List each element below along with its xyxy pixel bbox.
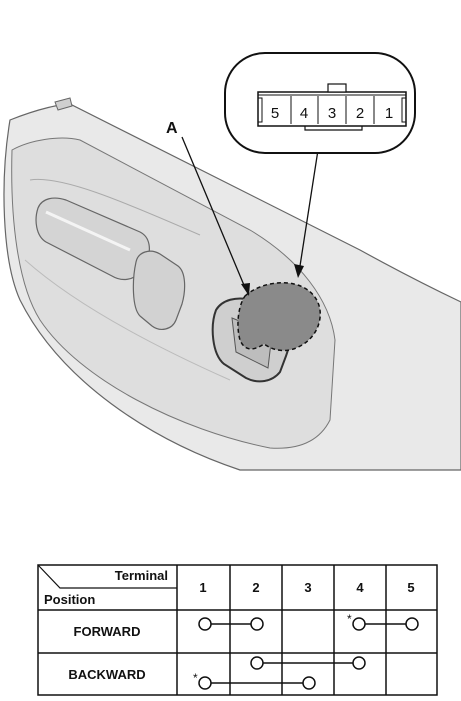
header-terminal-label: Terminal <box>115 568 168 583</box>
terminal-node-2 <box>250 656 264 670</box>
terminal-col-5: 5 <box>407 580 414 595</box>
terminal-col-3: 3 <box>304 580 311 595</box>
continuity-table: Terminal Position 1 2 3 4 5 FORWARD BACK… <box>37 564 438 696</box>
terminal-node-1 <box>198 617 212 631</box>
connector-pin-2: 2 <box>356 105 364 122</box>
header-position-label: Position <box>44 592 95 607</box>
terminal-col-4: 4 <box>356 580 364 595</box>
terminal-node-3 <box>302 676 316 690</box>
row-label-backward: BACKWARD <box>68 667 145 682</box>
connector-pin-5: 5 <box>271 105 279 122</box>
connector-location-highlight <box>237 282 321 352</box>
terminal-node-4 <box>352 617 366 631</box>
recline-knob <box>132 250 186 330</box>
callout-leader-a <box>181 136 247 291</box>
seat-side-panel <box>3 97 461 471</box>
callout-arrowhead-a <box>241 283 250 296</box>
seat-switch-illustration: A 5 4 3 2 1 <box>3 52 461 471</box>
terminal-node-2 <box>250 617 264 631</box>
terminal-node-1 <box>198 676 212 690</box>
connector-face-callout: 5 4 3 2 1 <box>224 52 416 154</box>
row-label-forward: FORWARD <box>74 624 141 639</box>
connector-leader <box>299 149 319 267</box>
connector-arrowhead <box>294 264 304 278</box>
connector-pin-4: 4 <box>300 105 308 122</box>
asterisk-mark: * <box>193 671 198 685</box>
terminal-col-2: 2 <box>252 580 259 595</box>
table-grid <box>37 564 438 696</box>
terminal-node-5 <box>405 617 419 631</box>
connector-lock-tab <box>327 83 347 93</box>
connector-pin-3: 3 <box>328 105 336 122</box>
terminal-col-1: 1 <box>199 580 206 595</box>
asterisk-mark: * <box>347 612 352 626</box>
continuity-connections: ** <box>193 612 419 690</box>
connector-pin-1: 1 <box>385 105 393 122</box>
terminal-node-4 <box>352 656 366 670</box>
callout-label-a: A <box>166 120 178 137</box>
